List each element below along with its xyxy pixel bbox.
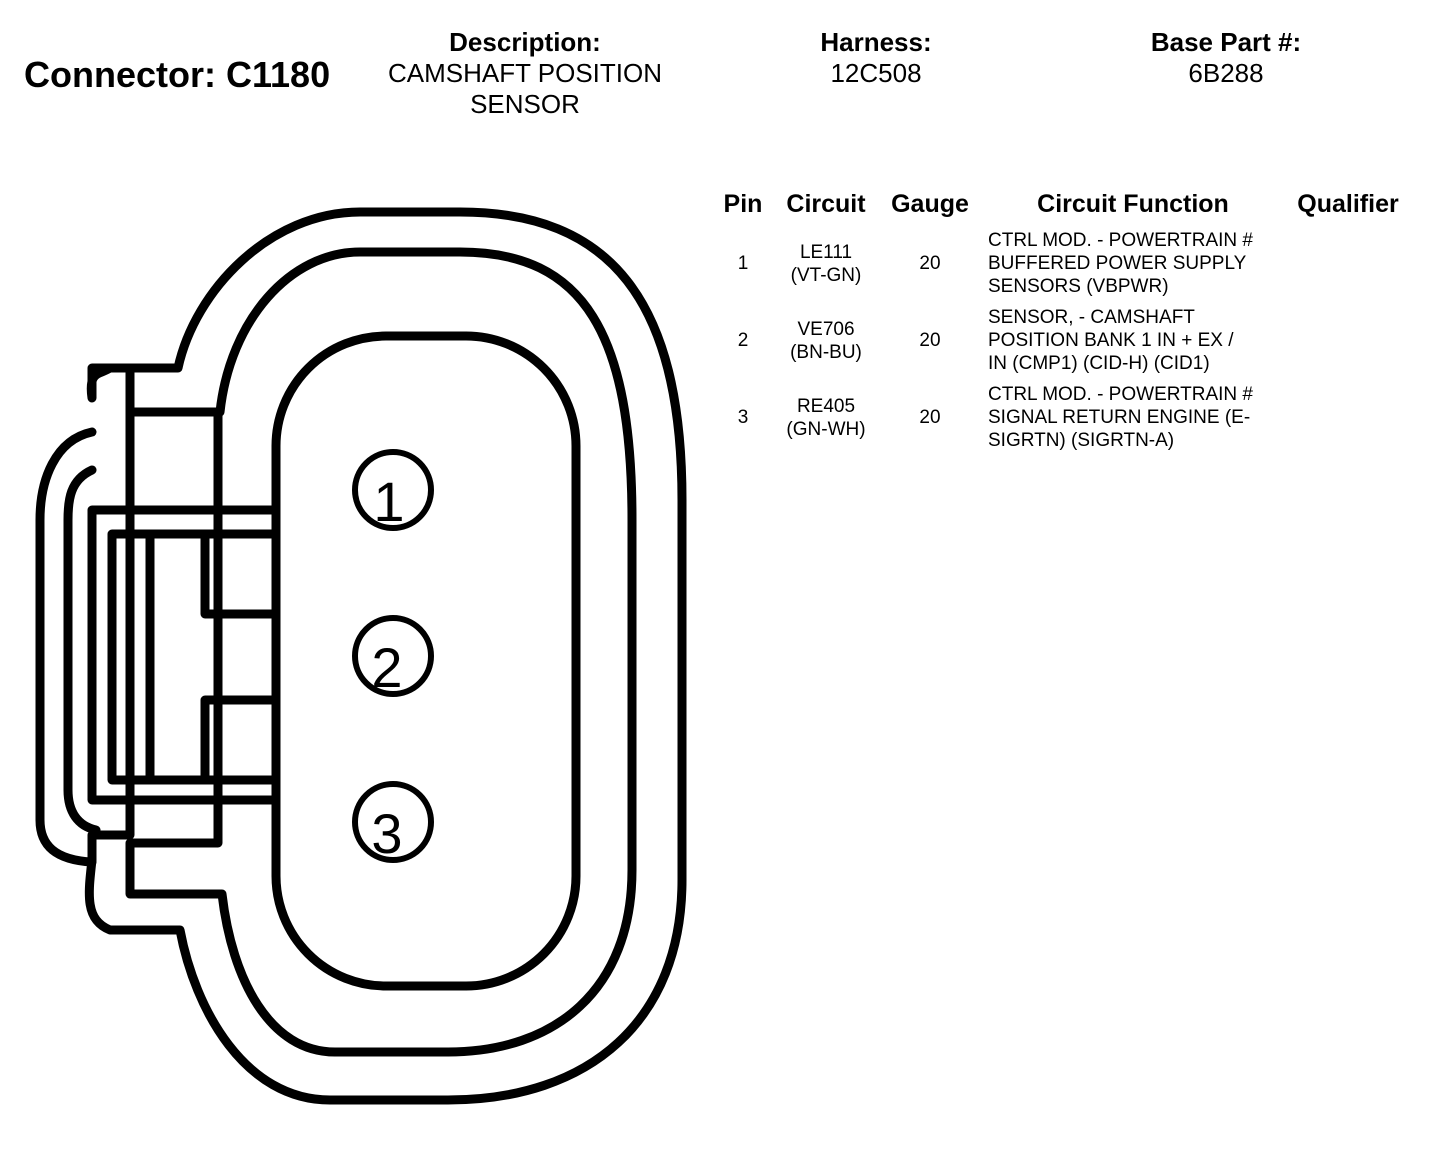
lock-tab-outer-arc <box>35 427 97 867</box>
pin-number: 1 <box>737 253 749 274</box>
gauge-cell: 20 <box>919 407 941 428</box>
inner-housing-outline <box>125 247 637 1057</box>
circuit-cell: VE706 (BN-BU) <box>772 306 880 383</box>
pin-1-circle <box>352 449 434 531</box>
circuit-id: RE405 <box>796 395 856 417</box>
pin-number: 2 <box>737 330 749 351</box>
qualifier-cell <box>1286 306 1410 383</box>
harness-block: Harness: 12C508 <box>776 26 976 89</box>
qualifier-cell <box>1286 383 1410 460</box>
pin-3-circle <box>352 781 434 863</box>
function-line: POSITION BANK 1 IN + EX / <box>988 330 1234 351</box>
harness-value: 12C508 <box>830 58 922 88</box>
pin-3-label: 3 <box>371 802 402 865</box>
connector-face-diagram: 1 2 3 <box>35 207 687 1105</box>
latch-lower-key <box>200 695 281 785</box>
function-line: SENSOR, - CAMSHAFT <box>988 307 1195 328</box>
header-pin: Pin <box>723 190 763 218</box>
pin-cavity <box>271 331 581 991</box>
description-block: Description: CAMSHAFT POSITION SENSOR <box>370 26 680 120</box>
function-line: SIGNAL RETURN ENGINE (E- <box>988 407 1251 428</box>
header-circuit-function: Circuit Function <box>1037 190 1229 218</box>
latch-frame <box>87 505 281 805</box>
function-line: SENSORS (VBPWR) <box>988 276 1169 297</box>
function-line: BUFFERED POWER SUPPLY <box>988 253 1247 274</box>
circuit-cell: RE405 (GN-WH) <box>772 383 880 460</box>
function-line: CTRL MOD. - POWERTRAIN # <box>988 230 1253 251</box>
table-row: 2 VE706 (BN-BU) 20 SENSOR, - CAMSHAFT PO… <box>714 306 1410 383</box>
table-row: 3 RE405 (GN-WH) 20 CTRL MOD. - POWERTRAI… <box>714 383 1410 460</box>
base-part-block: Base Part #: 6B288 <box>1126 26 1326 89</box>
table-header-row: Pin Circuit Gauge Circuit Function Quali… <box>714 190 1410 229</box>
wire-color: (GN-WH) <box>786 418 866 440</box>
circuit-cell: LE111 (VT-GN) <box>772 229 880 306</box>
description-label: Description: <box>449 27 601 57</box>
connector-title: Connector: C1180 <box>24 54 331 95</box>
latch-inner-frame <box>107 529 281 785</box>
function-line: IN (CMP1) (CID-H) (CID1) <box>988 353 1210 374</box>
pin-2-circle <box>352 615 434 697</box>
harness-label: Harness: <box>820 27 932 57</box>
description-line-2: SENSOR <box>470 89 580 119</box>
header-qualifier: Qualifier <box>1297 190 1399 218</box>
header-gauge: Gauge <box>891 190 969 218</box>
function-line: SIGRTN) (SIGRTN-A) <box>988 430 1175 451</box>
pinout-table: Pin Circuit Gauge Circuit Function Quali… <box>714 190 1410 460</box>
pin-1-label: 1 <box>373 470 404 533</box>
base-part-label: Base Part #: <box>1150 27 1302 57</box>
circuit-function-cell: CTRL MOD. - POWERTRAIN # SIGNAL RETURN E… <box>980 383 1286 460</box>
base-part-value: 6B288 <box>1188 58 1264 88</box>
pin-2-label: 2 <box>371 636 402 699</box>
outer-housing-outline <box>84 207 687 1105</box>
qualifier-cell <box>1286 229 1410 306</box>
gauge-cell: 20 <box>919 330 941 351</box>
description-line-1: CAMSHAFT POSITION <box>388 58 662 88</box>
gauge-cell: 20 <box>919 253 941 274</box>
circuit-id: LE111 <box>799 241 853 263</box>
wire-color: (BN-BU) <box>790 341 862 363</box>
pin-number: 3 <box>737 407 749 428</box>
wire-color: (VT-GN) <box>790 264 862 286</box>
header-circuit: Circuit <box>786 190 866 218</box>
circuit-function-cell: SENSOR, - CAMSHAFT POSITION BANK 1 IN + … <box>980 306 1286 383</box>
lock-tab-inner-arc <box>63 465 101 835</box>
circuit-id: VE706 <box>797 318 855 340</box>
latch-upper-key <box>200 529 281 619</box>
table-row: 1 LE111 (VT-GN) 20 CTRL MOD. - POWERTRAI… <box>714 229 1410 306</box>
circuit-function-cell: CTRL MOD. - POWERTRAIN # BUFFERED POWER … <box>980 229 1286 306</box>
function-line: CTRL MOD. - POWERTRAIN # <box>988 384 1253 405</box>
